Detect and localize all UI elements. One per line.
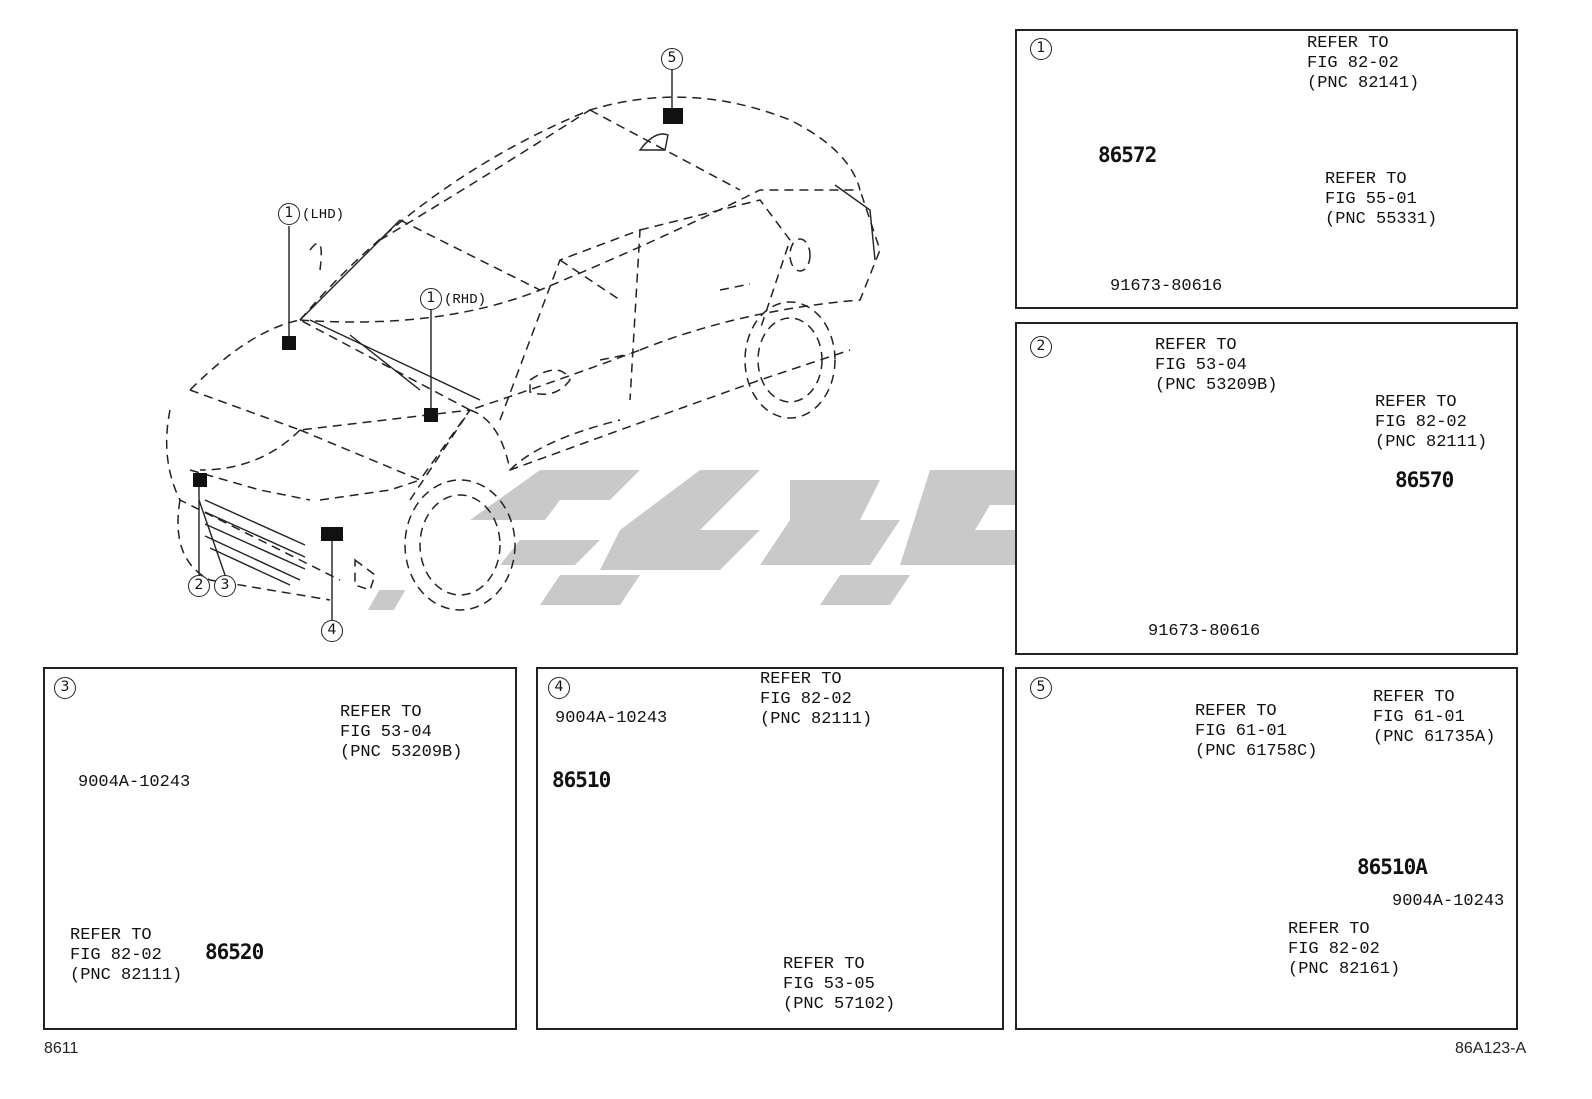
footer-right-code: 86A123-A (1455, 1040, 1527, 1057)
panel-3-ref-a[interactable]: REFER TO FIG 53-04 (PNC 53209B) (340, 703, 463, 762)
panel-2-part-bolt[interactable]: 91673-80616 (1148, 622, 1261, 641)
panel-4-index: 4 (548, 677, 570, 699)
panel-1-index: 1 (1030, 38, 1052, 60)
callout-1-rhd-label: (RHD) (444, 292, 487, 308)
rear-wheel (744, 301, 836, 419)
car-overview-drawing (165, 96, 881, 611)
overview-markers (193, 70, 683, 620)
panel-4-ref-a[interactable]: REFER TO FIG 82-02 (PNC 82111) (760, 670, 873, 729)
panel-5 (1015, 667, 1518, 1030)
panel-1-part-86572[interactable]: 86572 (1098, 143, 1157, 167)
panel-4 (536, 667, 1004, 1030)
panel-1 (1015, 29, 1518, 309)
panel-5-ref-a[interactable]: REFER TO FIG 61-01 (PNC 61758C) (1195, 702, 1318, 761)
callout-3[interactable]: 3 (214, 575, 236, 597)
marker-5 (663, 108, 683, 124)
panel-5-index: 5 (1030, 677, 1052, 699)
panel-3-part-bolt[interactable]: 9004A-10243 (78, 773, 191, 792)
panel-2-ref-a[interactable]: REFER TO FIG 53-04 (PNC 53209B) (1155, 336, 1278, 395)
panel-5-ref-c[interactable]: REFER TO FIG 82-02 (PNC 82161) (1288, 920, 1401, 979)
panel-5-part-86510a[interactable]: 86510A (1357, 855, 1428, 879)
marker-1-rhd (424, 408, 438, 422)
panel-4-part-86510[interactable]: 86510 (552, 768, 611, 792)
footer-left-code: 8611 (44, 1040, 79, 1057)
panel-3-index: 3 (54, 677, 76, 699)
callout-2[interactable]: 2 (188, 575, 210, 597)
panel-4-ref-b[interactable]: REFER TO FIG 53-05 (PNC 57102) (783, 955, 896, 1014)
panel-1-ref-a[interactable]: REFER TO FIG 82-02 (PNC 82141) (1307, 34, 1420, 93)
callout-4[interactable]: 4 (321, 620, 343, 642)
panel-5-part-bolt[interactable]: 9004A-10243 (1392, 892, 1505, 911)
panel-2 (1015, 322, 1518, 655)
marker-1-lhd (282, 336, 296, 350)
callout-1-rhd[interactable]: 1 (420, 288, 442, 310)
panel-2-index: 2 (1030, 336, 1052, 358)
panel-2-part-86570[interactable]: 86570 (1395, 468, 1454, 492)
panel-2-ref-b[interactable]: REFER TO FIG 82-02 (PNC 82111) (1375, 393, 1488, 452)
callout-1-lhd-label: (LHD) (302, 207, 345, 223)
watermark-logo (367, 470, 1120, 610)
panel-4-part-bolt[interactable]: 9004A-10243 (555, 709, 668, 728)
panel-1-ref-b[interactable]: REFER TO FIG 55-01 (PNC 55331) (1325, 170, 1438, 229)
panel-3 (43, 667, 517, 1030)
marker-4 (321, 527, 343, 541)
callout-5[interactable]: 5 (661, 48, 683, 70)
grille-lines (204, 499, 306, 586)
panel-3-ref-b[interactable]: REFER TO FIG 82-02 (PNC 82111) (70, 926, 183, 985)
panel-3-part-86520[interactable]: 86520 (205, 940, 264, 964)
panel-5-ref-b[interactable]: REFER TO FIG 61-01 (PNC 61735A) (1373, 688, 1496, 747)
marker-2-3 (193, 473, 207, 487)
panel-1-part-bolt[interactable]: 91673-80616 (1110, 277, 1223, 296)
callout-1-lhd[interactable]: 1 (278, 203, 300, 225)
front-wheel (404, 479, 516, 611)
